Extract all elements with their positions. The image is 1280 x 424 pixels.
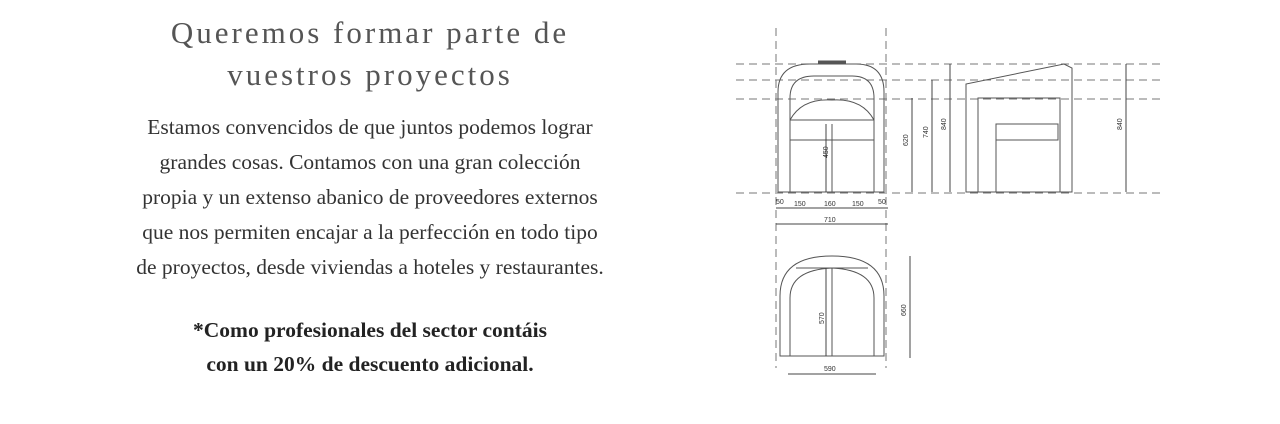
dim-top-depth: 570 bbox=[819, 312, 826, 324]
dim-seat-mid: 160 bbox=[824, 201, 836, 208]
chair-dimension-drawing: 450 620 740 840 840 50 150 160 150 50 71… bbox=[736, 28, 1164, 375]
dim-arm-height: 620 bbox=[903, 134, 910, 146]
side-view bbox=[965, 63, 1073, 193]
front-view bbox=[777, 60, 885, 193]
dim-total-height: 840 bbox=[941, 118, 948, 130]
dim-arm-right: 50 bbox=[878, 199, 886, 206]
dim-total-width: 710 bbox=[824, 217, 836, 224]
dim-side-height: 840 bbox=[1117, 118, 1124, 130]
body-line-3: propia y un extenso abanico de proveedor… bbox=[142, 185, 598, 209]
dim-seat-right: 150 bbox=[852, 201, 864, 208]
headline-line-1: Queremos formar parte de bbox=[170, 15, 570, 50]
dim-seat-left: 150 bbox=[794, 201, 806, 208]
dim-back-height: 740 bbox=[923, 126, 930, 138]
body-line-2: grandes cosas. Contamos con una gran col… bbox=[159, 150, 581, 174]
body-paragraph: Estamos convencidos de que juntos podemo… bbox=[90, 110, 650, 285]
body-line-5: de proyectos, desde viviendas a hoteles … bbox=[136, 255, 604, 279]
dimension-lines bbox=[776, 64, 1127, 375]
text-column: Queremos formar parte de vuestros proyec… bbox=[90, 12, 650, 381]
headline-line-2: vuestros proyectos bbox=[227, 57, 513, 92]
body-line-4: que nos permiten encajar a la perfección… bbox=[142, 220, 598, 244]
dim-top-height: 660 bbox=[901, 304, 908, 316]
dim-seat-height: 450 bbox=[823, 146, 830, 158]
headline: Queremos formar parte de vuestros proyec… bbox=[90, 12, 650, 96]
note-line-1: *Como profesionales del sector contáis bbox=[193, 318, 547, 342]
note-line-2: con un 20% de descuento adicional. bbox=[206, 352, 534, 376]
discount-note: *Como profesionales del sector contáis c… bbox=[90, 313, 650, 381]
dim-top-width: 590 bbox=[824, 366, 836, 373]
technical-drawing: 450 620 740 840 840 50 150 160 150 50 71… bbox=[728, 28, 1168, 380]
body-line-1: Estamos convencidos de que juntos podemo… bbox=[147, 115, 593, 139]
top-view bbox=[779, 255, 885, 357]
guide-lines bbox=[736, 28, 1164, 368]
dim-arm-left: 50 bbox=[776, 199, 784, 206]
